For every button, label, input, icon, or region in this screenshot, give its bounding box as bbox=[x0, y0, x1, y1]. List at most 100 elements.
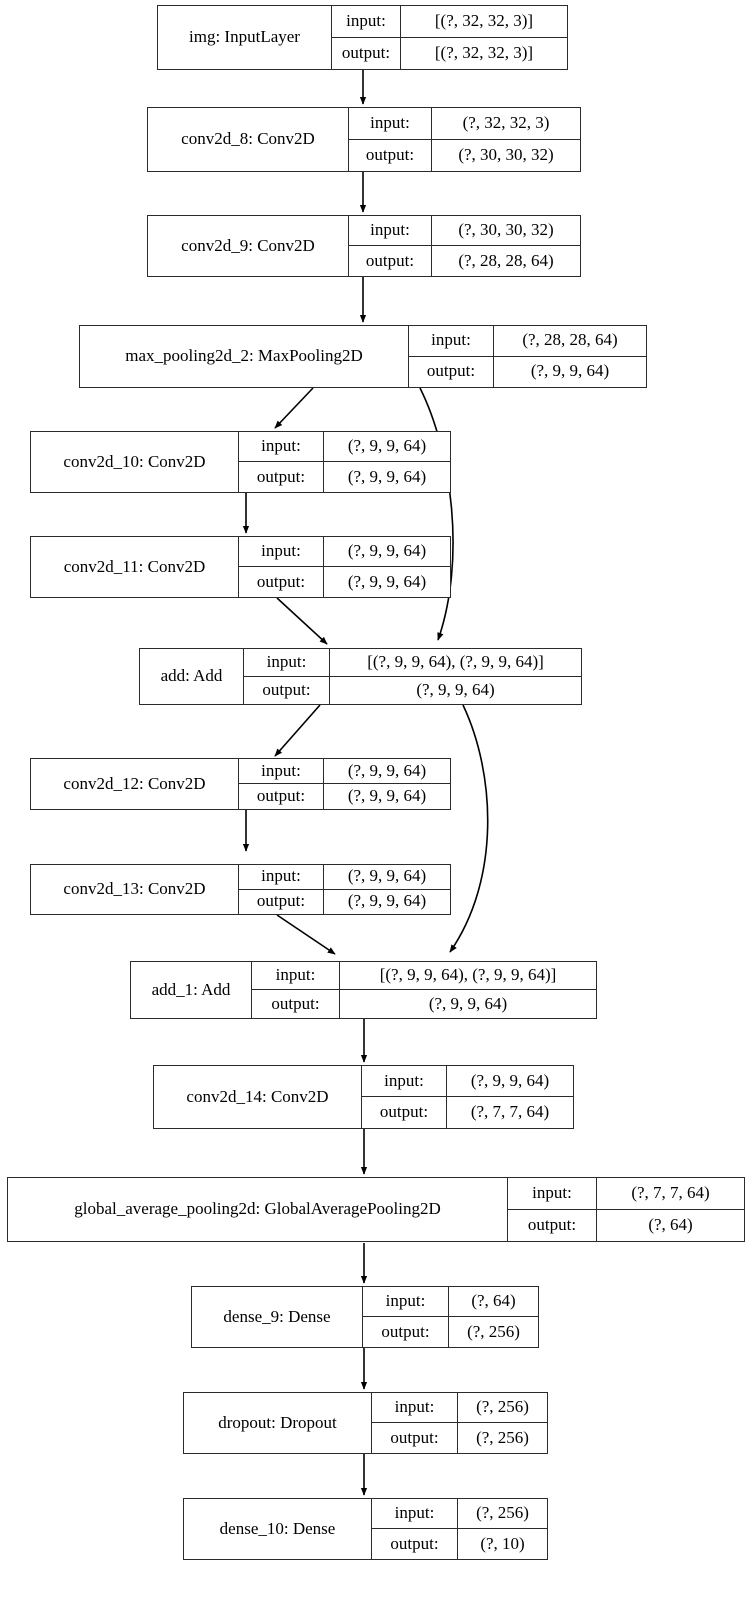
node-dense_9[interactable]: dense_9: Dense input: (?, 64) output: (?… bbox=[191, 1286, 539, 1348]
io-table-max_pooling2d_2: input: (?, 28, 28, 64) output: (?, 9, 9,… bbox=[409, 326, 646, 387]
io-label-input: input: bbox=[244, 649, 330, 676]
io-value-output: (?, 9, 9, 64) bbox=[428, 993, 508, 1013]
io-value-output: (?, 9, 9, 64) bbox=[530, 361, 610, 381]
io-row-output: output: [(?, 32, 32, 3)] bbox=[332, 37, 567, 69]
node-label-conv2d_8: conv2d_8: Conv2D bbox=[148, 108, 349, 171]
io-row-input: input: (?, 32, 32, 3) bbox=[349, 108, 580, 140]
io-table-conv2d_12: input: (?, 9, 9, 64) output: (?, 9, 9, 6… bbox=[239, 759, 450, 809]
io-label-input: input: bbox=[349, 216, 432, 245]
io-label-output: output: bbox=[239, 567, 324, 597]
io-label-output: output: bbox=[349, 246, 432, 276]
node-label-add_1: add_1: Add bbox=[131, 962, 252, 1018]
io-table-conv2d_13: input: (?, 9, 9, 64) output: (?, 9, 9, 6… bbox=[239, 865, 450, 914]
io-label-input: input: bbox=[332, 6, 401, 37]
node-conv2d_11[interactable]: conv2d_11: Conv2D input: (?, 9, 9, 64) o… bbox=[30, 536, 451, 598]
io-row-input: input: [(?, 32, 32, 3)] bbox=[332, 6, 567, 38]
io-label-input: input: bbox=[252, 962, 340, 989]
io-value-output: (?, 7, 7, 64) bbox=[470, 1102, 550, 1122]
io-row-output: output: (?, 7, 7, 64) bbox=[362, 1097, 573, 1128]
io-value-input: (?, 32, 32, 3) bbox=[462, 112, 550, 132]
node-label-dense_9: dense_9: Dense bbox=[192, 1287, 363, 1347]
io-label-output: output: bbox=[244, 676, 330, 704]
io-value-input: (?, 9, 9, 64) bbox=[347, 541, 427, 561]
io-row-output: output: (?, 9, 9, 64) bbox=[252, 990, 596, 1018]
node-label-conv2d_9: conv2d_9: Conv2D bbox=[148, 216, 349, 276]
io-row-output: output: (?, 9, 9, 64) bbox=[239, 462, 450, 492]
io-table-conv2d_14: input: (?, 9, 9, 64) output: (?, 7, 7, 6… bbox=[362, 1066, 573, 1128]
io-table-add: input: [(?, 9, 9, 64), (?, 9, 9, 64)] ou… bbox=[244, 649, 581, 704]
io-value-input: (?, 28, 28, 64) bbox=[522, 330, 618, 350]
io-label-input: input: bbox=[239, 537, 324, 566]
io-value-input: (?, 256) bbox=[476, 1503, 529, 1523]
io-label-output: output: bbox=[239, 784, 324, 809]
io-row-input: input: (?, 64) bbox=[363, 1287, 538, 1317]
io-value-output: (?, 9, 9, 64) bbox=[347, 786, 427, 806]
io-row-input: input: (?, 256) bbox=[372, 1499, 547, 1529]
io-label-input: input: bbox=[349, 108, 432, 139]
node-label-dense_10: dense_10: Dense bbox=[184, 1499, 372, 1559]
node-img[interactable]: img: InputLayer input: [(?, 32, 32, 3)] … bbox=[157, 5, 568, 70]
node-global_average_pooling2d[interactable]: global_average_pooling2d: GlobalAverageP… bbox=[7, 1177, 745, 1242]
node-label-conv2d_12: conv2d_12: Conv2D bbox=[31, 759, 239, 809]
node-conv2d_13[interactable]: conv2d_13: Conv2D input: (?, 9, 9, 64) o… bbox=[30, 864, 451, 915]
io-table-global_average_pooling2d: input: (?, 7, 7, 64) output: (?, 64) bbox=[508, 1178, 744, 1241]
io-row-input: input: (?, 256) bbox=[372, 1393, 547, 1423]
io-label-input: input: bbox=[239, 432, 324, 461]
io-value-input: (?, 7, 7, 64) bbox=[631, 1182, 710, 1202]
io-label-input: input: bbox=[372, 1393, 458, 1422]
io-value-input: (?, 9, 9, 64) bbox=[470, 1070, 550, 1090]
io-row-input: input: [(?, 9, 9, 64), (?, 9, 9, 64)] bbox=[244, 649, 581, 677]
node-add_1[interactable]: add_1: Add input: [(?, 9, 9, 64), (?, 9,… bbox=[130, 961, 597, 1019]
io-value-output: (?, 9, 9, 64) bbox=[347, 571, 427, 591]
io-label-output: output: bbox=[362, 1097, 447, 1128]
node-add[interactable]: add: Add input: [(?, 9, 9, 64), (?, 9, 9… bbox=[139, 648, 582, 705]
io-table-dense_9: input: (?, 64) output: (?, 256) bbox=[363, 1287, 538, 1347]
node-dropout[interactable]: dropout: Dropout input: (?, 256) output:… bbox=[183, 1392, 548, 1454]
io-label-input: input: bbox=[239, 759, 324, 783]
io-row-input: input: (?, 7, 7, 64) bbox=[508, 1178, 744, 1210]
node-conv2d_12[interactable]: conv2d_12: Conv2D input: (?, 9, 9, 64) o… bbox=[30, 758, 451, 810]
io-value-input: (?, 9, 9, 64) bbox=[347, 760, 427, 780]
io-value-input: [(?, 9, 9, 64), (?, 9, 9, 64)] bbox=[379, 965, 557, 985]
node-conv2d_14[interactable]: conv2d_14: Conv2D input: (?, 9, 9, 64) o… bbox=[153, 1065, 574, 1129]
node-conv2d_10[interactable]: conv2d_10: Conv2D input: (?, 9, 9, 64) o… bbox=[30, 431, 451, 493]
node-dense_10[interactable]: dense_10: Dense input: (?, 256) output: … bbox=[183, 1498, 548, 1560]
io-label-output: output: bbox=[332, 37, 401, 69]
io-label-input: input: bbox=[239, 865, 324, 889]
node-conv2d_8[interactable]: conv2d_8: Conv2D input: (?, 32, 32, 3) o… bbox=[147, 107, 581, 172]
io-label-output: output: bbox=[363, 1317, 449, 1347]
io-label-output: output: bbox=[239, 889, 324, 914]
io-value-input: [(?, 9, 9, 64), (?, 9, 9, 64)] bbox=[367, 651, 544, 671]
io-value-output: (?, 9, 9, 64) bbox=[347, 466, 427, 486]
node-label-img: img: InputLayer bbox=[158, 6, 332, 69]
io-value-input: (?, 256) bbox=[476, 1397, 529, 1417]
io-row-output: output: (?, 9, 9, 64) bbox=[239, 567, 450, 597]
io-value-input: (?, 9, 9, 64) bbox=[347, 436, 427, 456]
io-row-output: output: (?, 9, 9, 64) bbox=[244, 676, 581, 704]
io-row-input: input: (?, 9, 9, 64) bbox=[239, 865, 450, 890]
io-label-input: input: bbox=[508, 1178, 597, 1209]
io-label-output: output: bbox=[372, 1529, 458, 1559]
io-table-dense_10: input: (?, 256) output: (?, 10) bbox=[372, 1499, 547, 1559]
io-table-conv2d_8: input: (?, 32, 32, 3) output: (?, 30, 30… bbox=[349, 108, 580, 171]
io-label-input: input: bbox=[372, 1499, 458, 1528]
node-label-conv2d_10: conv2d_10: Conv2D bbox=[31, 432, 239, 492]
node-label-conv2d_14: conv2d_14: Conv2D bbox=[154, 1066, 362, 1128]
io-value-output: (?, 9, 9, 64) bbox=[416, 679, 495, 699]
io-row-output: output: (?, 28, 28, 64) bbox=[349, 246, 580, 276]
io-table-conv2d_10: input: (?, 9, 9, 64) output: (?, 9, 9, 6… bbox=[239, 432, 450, 492]
io-label-input: input: bbox=[362, 1066, 447, 1096]
io-row-input: input: [(?, 9, 9, 64), (?, 9, 9, 64)] bbox=[252, 962, 596, 990]
io-row-output: output: (?, 9, 9, 64) bbox=[239, 784, 450, 809]
io-value-output: (?, 256) bbox=[476, 1427, 529, 1447]
io-row-output: output: (?, 10) bbox=[372, 1529, 547, 1559]
io-row-input: input: (?, 9, 9, 64) bbox=[239, 759, 450, 784]
node-max_pooling2d_2[interactable]: max_pooling2d_2: MaxPooling2D input: (?,… bbox=[79, 325, 647, 388]
io-value-output: (?, 28, 28, 64) bbox=[458, 250, 554, 270]
io-value-input: (?, 64) bbox=[471, 1291, 516, 1311]
io-label-output: output: bbox=[252, 990, 340, 1018]
io-row-output: output: (?, 256) bbox=[363, 1317, 538, 1347]
node-conv2d_9[interactable]: conv2d_9: Conv2D input: (?, 30, 30, 32) … bbox=[147, 215, 581, 277]
node-label-max_pooling2d_2: max_pooling2d_2: MaxPooling2D bbox=[80, 326, 409, 387]
